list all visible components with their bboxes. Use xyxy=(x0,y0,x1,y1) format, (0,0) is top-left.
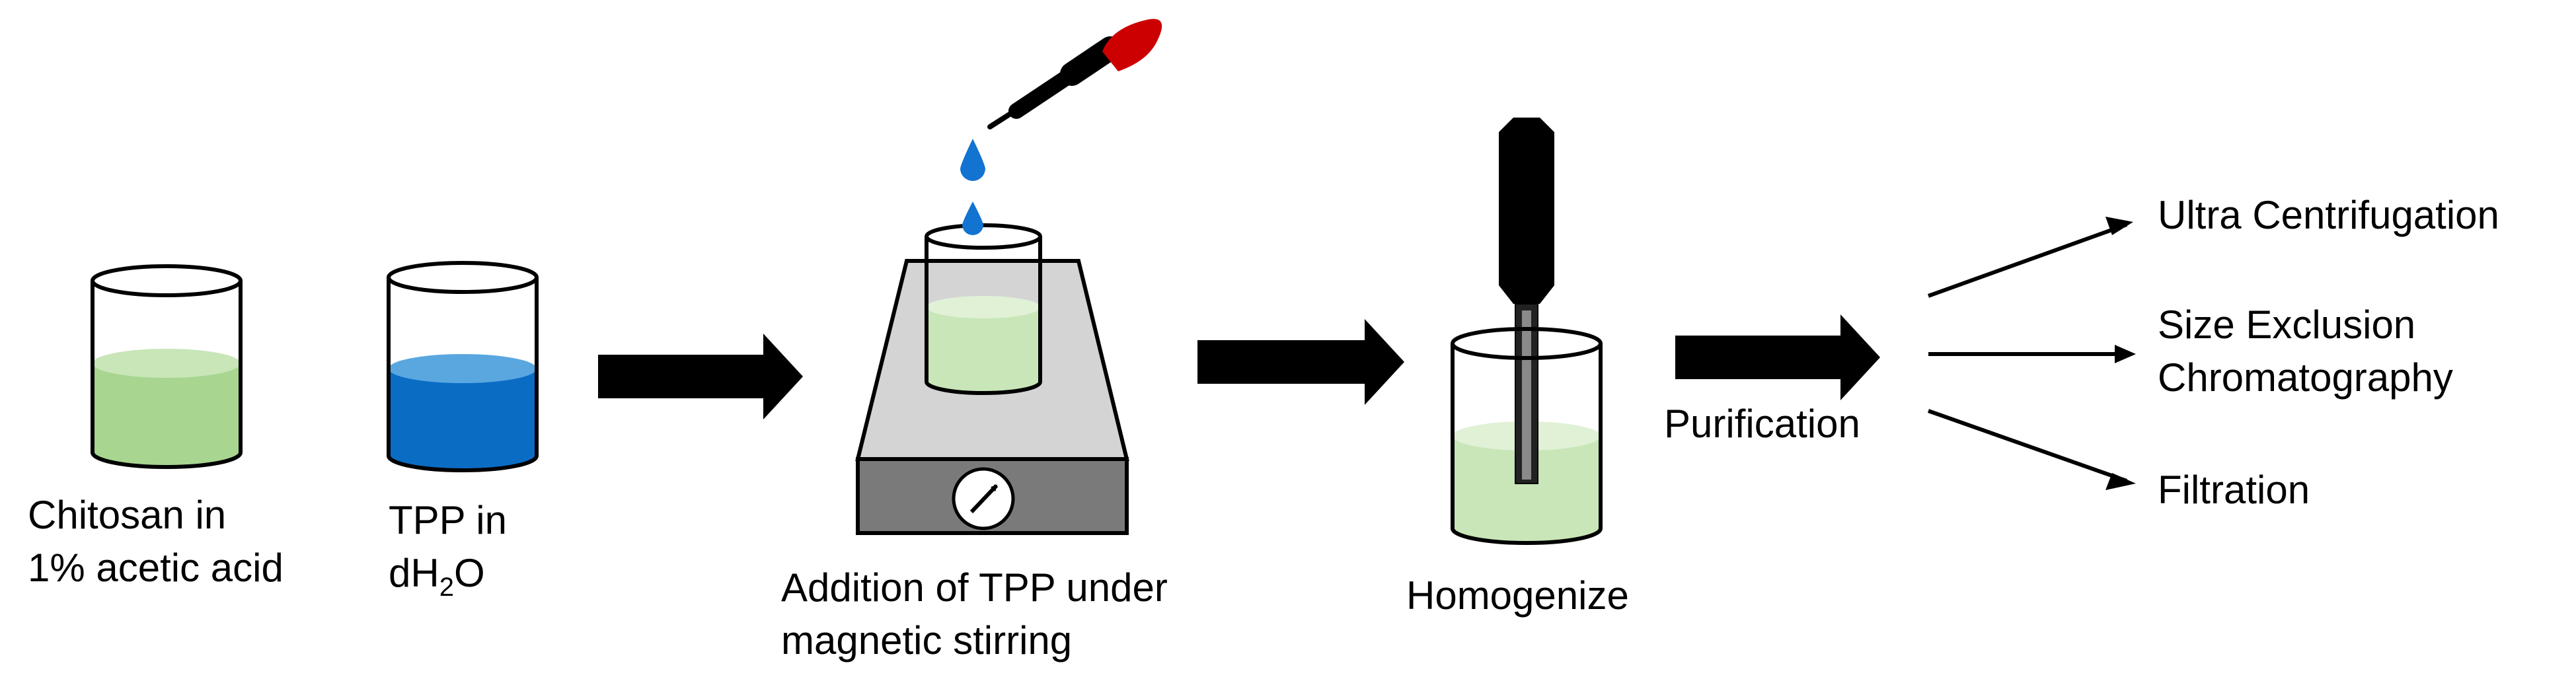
homogenizer-handle xyxy=(1499,118,1554,304)
mixture-liquid xyxy=(927,307,1040,393)
arrowhead-icon xyxy=(2105,217,2133,235)
arrow-icon xyxy=(1675,314,1880,400)
droplet-icon xyxy=(962,201,983,235)
arrowhead-icon xyxy=(2105,473,2136,490)
chitosan-label-line2: 1% acetic acid xyxy=(28,546,284,590)
beaker-outline xyxy=(925,236,1042,395)
beaker-rim xyxy=(387,261,539,294)
stirrer-dial-pointer xyxy=(969,484,999,514)
beaker-outline xyxy=(91,281,243,469)
size-exclusion-label: Size Exclusion Chromatography xyxy=(2158,299,2453,404)
ultra-centrifugation-label: Ultra Centrifugation xyxy=(2158,193,2499,237)
homogenizer-probe-core xyxy=(1522,310,1531,480)
addition-label: Addition of TPP under magnetic stirring xyxy=(781,561,1168,667)
tpp-liquid-surface xyxy=(389,354,537,383)
arrowhead-icon xyxy=(2115,345,2136,363)
arrow-to-filtration-icon xyxy=(1928,409,2127,483)
tpp-label: TPP in dH2O xyxy=(389,494,507,604)
beaker-outline xyxy=(387,277,539,472)
beaker-rim xyxy=(1451,327,1603,360)
tpp-liquid xyxy=(389,369,537,470)
chitosan-liquid-surface xyxy=(93,349,241,378)
dropper-bulb xyxy=(1102,18,1162,71)
tpp-label-line1: TPP in xyxy=(389,498,507,542)
dropper-icon xyxy=(987,18,1162,129)
chitosan-label: Chitosan in 1% acetic acid xyxy=(28,489,284,594)
chitosan-liquid xyxy=(93,363,241,467)
chitosan-beaker-icon xyxy=(91,264,243,469)
beaker-rim xyxy=(925,223,1042,250)
homogenize-label: Homogenize xyxy=(1406,573,1629,618)
chitosan-label-line1: Chitosan in xyxy=(28,493,227,537)
arrow-icon xyxy=(1197,319,1404,405)
purification-label: Purification xyxy=(1664,402,1860,446)
addition-label-line2: magnetic stirring xyxy=(781,618,1073,663)
size-exclusion-line2: Chromatography xyxy=(2158,355,2453,400)
beaker-outline xyxy=(1451,343,1603,545)
tpp-label-line2: dH2O xyxy=(389,547,507,604)
addition-label-line1: Addition of TPP under xyxy=(781,565,1168,610)
beaker-rim xyxy=(91,264,243,297)
tpp-beaker-icon xyxy=(387,261,539,472)
size-exclusion-line1: Size Exclusion xyxy=(2158,303,2416,347)
droplet-icon xyxy=(960,139,985,181)
filtration-label: Filtration xyxy=(2158,468,2310,512)
homogenizer-icon xyxy=(1451,118,1603,545)
tpp-label-subscript: 2 xyxy=(439,573,454,602)
tpp-label-o: O xyxy=(453,551,485,595)
tpp-label-dh: dH xyxy=(389,551,439,595)
arrow-to-ultra-icon xyxy=(1927,223,2128,298)
arrow-icon xyxy=(598,334,803,419)
mixture-liquid-surface xyxy=(927,296,1040,318)
mixture-beaker-icon xyxy=(925,223,1042,395)
homogenizer-liquid xyxy=(1453,436,1601,543)
